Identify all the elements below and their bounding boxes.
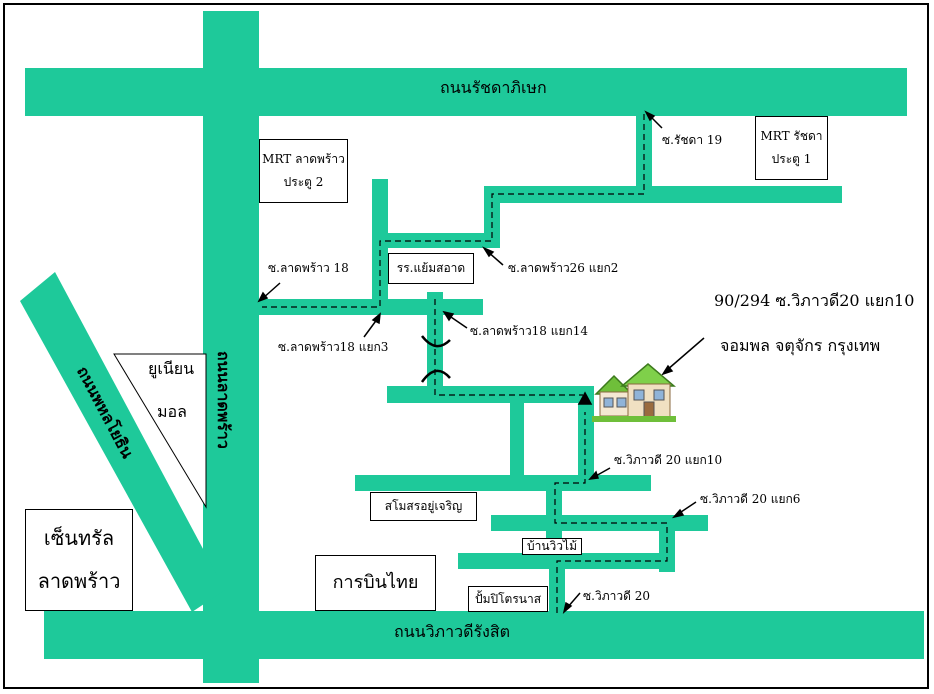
landmark-mrt-ratchada: MRT รัชดา ประตู 1 — [755, 116, 828, 180]
central-line2: ลาดพร้าว — [37, 569, 121, 593]
label-ladprao18-14: ซ.ลาดพร้าว18 แยก14 — [470, 324, 589, 338]
route-path-bottom — [554, 412, 668, 613]
mrt-ratchada-line1: MRT รัชดา — [760, 129, 823, 143]
label-vibhavadi20-6: ซ.วิภาวดี 20 แยก6 — [700, 492, 801, 506]
landmark-union-mall-shape — [113, 353, 207, 509]
road-vibhavadi — [44, 611, 924, 659]
club-label: สโมสรอยู่เจริญ — [384, 499, 463, 513]
mrt-ladprao-line1: MRT ลาดพร้าว — [262, 152, 345, 166]
central-line1: เซ็นทรัล — [43, 526, 115, 550]
label-vibhavadi20-10: ซ.วิภาวดี 20 แยก10 — [614, 453, 723, 467]
label-ladprao: ถนนลาดพร้าว — [214, 351, 233, 449]
union-mall-line2: มอล — [157, 402, 187, 421]
road-ratchadaphisek — [25, 68, 907, 116]
soi-ratchada19-road — [636, 112, 652, 192]
school-label: รร.แย้มสอาด — [396, 261, 466, 275]
landmark-post-office: ปั้มปิโตรนาส — [468, 586, 548, 612]
label-ladprao26-2: ซ.ลาดพร้าว26 แยก2 — [508, 261, 619, 275]
landmark-baan-wiwmai: บ้านวิวไม้ — [522, 538, 582, 555]
mrt-ladprao-line2: ประตู 2 — [283, 175, 324, 189]
landmark-central: เซ็นทรัล ลาดพร้าว — [25, 509, 133, 611]
landmark-school: รร.แย้มสอาด — [388, 253, 474, 284]
post-office-label: ปั้มปิโตรนาส — [474, 591, 542, 606]
label-ladprao18: ซ.ลาดพร้าว 18 — [268, 261, 349, 275]
landmark-club: สโมสรอยู่เจริญ — [370, 492, 477, 521]
soi-vibhavadi20-10-road — [355, 475, 651, 491]
landmark-thai-airways: การบินไทย — [315, 555, 436, 611]
label-vibhavadi: ถนนวิภาวดีรังสิต — [394, 622, 511, 641]
landmark-mrt-ladprao: MRT ลาดพร้าว ประตู 2 — [259, 139, 348, 203]
route-path-upper — [262, 114, 645, 308]
street-mid-vert — [510, 386, 524, 476]
label-ratchada19: ซ.รัชดา 19 — [662, 133, 723, 147]
arrow-destination — [666, 337, 705, 371]
soi-ladprao18-road — [258, 299, 483, 315]
house-icon — [592, 363, 676, 422]
soi-vibhavadi20-6-road — [491, 515, 708, 531]
label-ratchadaphisek: ถนนรัชดาภิเษก — [440, 78, 547, 97]
baan-wiwmai-label: บ้านวิวไม้ — [527, 539, 577, 553]
street-right-vert — [578, 398, 594, 480]
thai-airways-label: การบินไทย — [332, 571, 419, 593]
crossing-mark — [420, 335, 451, 383]
destination-line1: 90/294 ซ.วิภาวดี20 แยก10 — [714, 291, 915, 310]
destination-line2: จอมพล จตุจักร กรุงเทพ — [720, 336, 881, 355]
label-vibhavadi20: ซ.วิภาวดี 20 — [583, 589, 650, 603]
mrt-ratchada-line2: ประตู 1 — [771, 152, 812, 166]
route-path-lower — [434, 299, 583, 396]
union-mall-line1: ยูเนียน — [148, 359, 195, 378]
label-ladprao18-3: ซ.ลาดพร้าว18 แยก3 — [278, 340, 389, 354]
street-upper — [484, 186, 842, 203]
